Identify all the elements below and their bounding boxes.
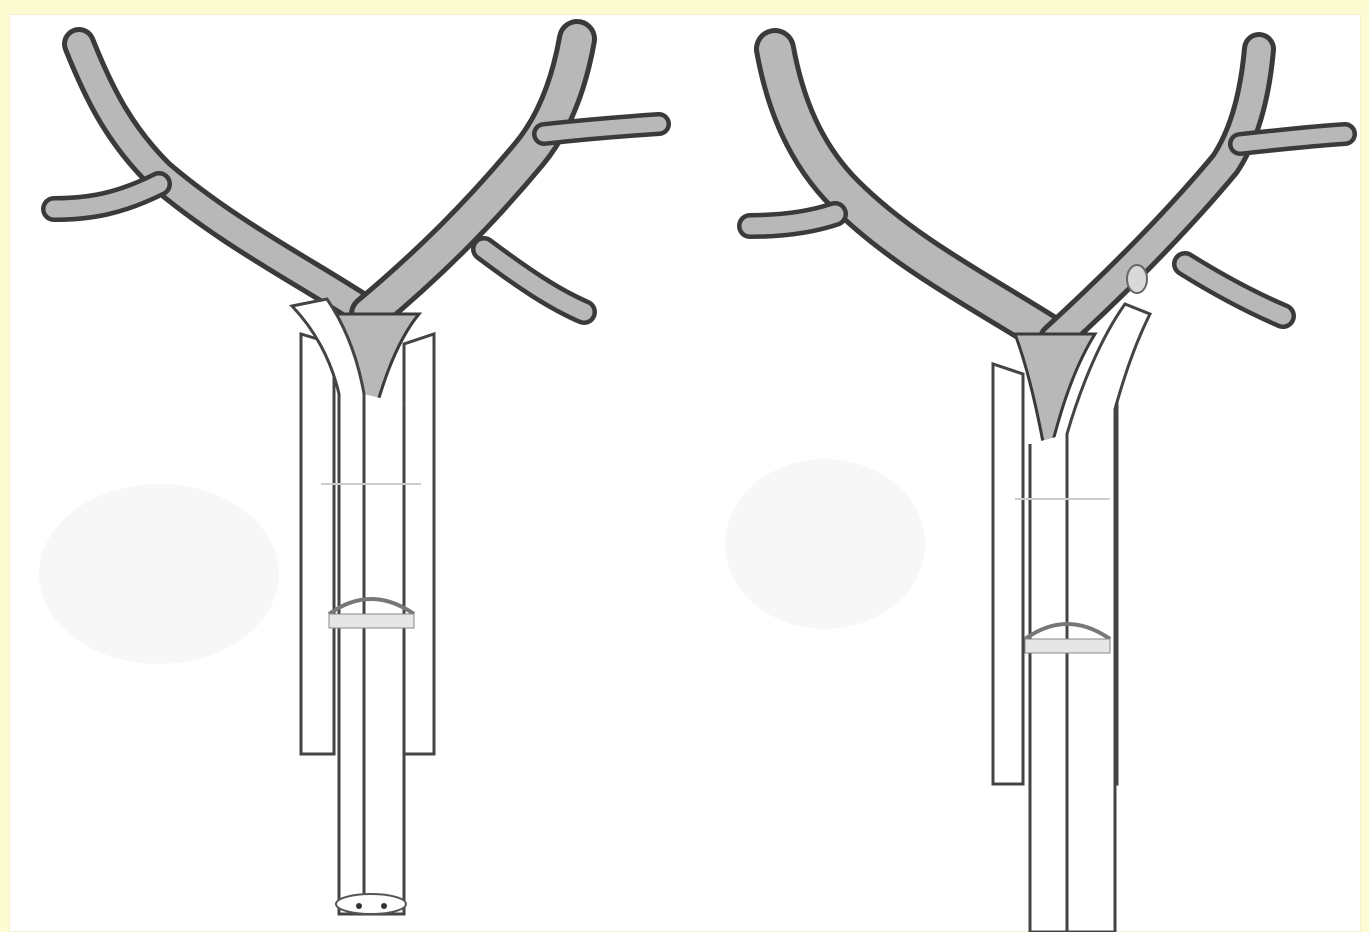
figure-canvas	[9, 14, 1361, 932]
trachea-wall-right	[404, 334, 434, 754]
trachea-wall-left	[301, 334, 334, 754]
panel-right	[685, 14, 1361, 932]
panel-left	[9, 14, 685, 932]
airway-diagram-left	[9, 14, 685, 932]
bronchial-tree	[750, 49, 1345, 464]
airway-diagram-right	[685, 14, 1361, 932]
background-shadow	[725, 459, 925, 629]
background-shadow	[39, 484, 279, 664]
trachea-wall-left	[993, 364, 1023, 784]
